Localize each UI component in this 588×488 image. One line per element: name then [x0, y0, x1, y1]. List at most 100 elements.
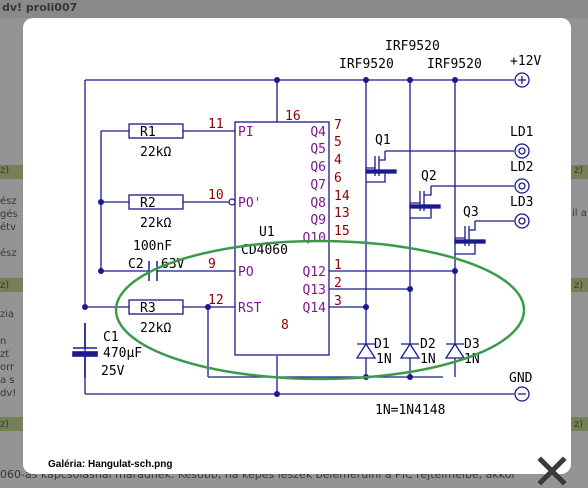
d3-name: D3 [464, 337, 480, 352]
caption-filename: Hangulat-sch.png [88, 459, 173, 470]
background-snippet: étv [0, 222, 16, 233]
r1-name: R1 [140, 125, 156, 140]
chip-pin-number: 7 [334, 118, 342, 133]
r3-name: R3 [140, 301, 156, 316]
c2-name: C2 [128, 257, 144, 272]
chip-pin-name: Q13 [303, 283, 326, 298]
r2-name: R2 [140, 196, 156, 211]
chip-pin-name: Q8 [310, 196, 326, 211]
background-snippet: gés [0, 209, 18, 220]
d1-part: 1N [376, 352, 392, 367]
chip-pin-name: Q9 [310, 213, 326, 228]
chip-name: U1 [259, 225, 275, 240]
lightbox-modal: IRF9520 IRF9520 IRF9520 +12V LD1 LD2 LD3… [23, 18, 571, 486]
background-snippet: zt [0, 349, 10, 360]
background-snippet: orr [0, 362, 15, 373]
r3-value: 22kΩ [140, 321, 171, 336]
capacitor-c1 [72, 323, 98, 378]
r2-value: 22kΩ [140, 216, 171, 231]
q3-name: Q3 [463, 205, 479, 220]
junction-dots [82, 77, 458, 397]
chip-pin-number: 3 [334, 294, 342, 309]
chip-pin-name: Q14 [303, 301, 327, 316]
chip-pin-number: 1 [334, 258, 342, 273]
background-snippet: z) [0, 165, 10, 176]
chip-body [234, 121, 330, 356]
chip-part: CD4060 [241, 243, 288, 258]
diodes [355, 336, 466, 364]
q3-part-label: IRF9520 [427, 57, 482, 72]
chip-pin-number: 11 [208, 117, 224, 132]
pin-top: 16 [285, 109, 301, 124]
background-snippet: a s [0, 375, 15, 386]
d2-part: 1N [420, 352, 436, 367]
schematic-labels: IRF9520 IRF9520 IRF9520 +12V LD1 LD2 LD3… [101, 39, 541, 418]
background-snippet: z) [574, 280, 584, 291]
schematic-image: IRF9520 IRF9520 IRF9520 +12V LD1 LD2 LD3… [72, 39, 541, 418]
supply-label: +12V [510, 54, 541, 69]
pin-bottom: 8 [281, 318, 289, 333]
ld3-label: LD3 [510, 195, 533, 210]
terminals [514, 72, 530, 402]
background-snippet: zia [0, 309, 15, 320]
chip-pin-number: 15 [334, 224, 350, 239]
q1-part-label: IRF9520 [385, 39, 440, 54]
chip-pin-name: Q7 [310, 178, 326, 193]
background-snippet: z) [574, 165, 584, 176]
chip-pin-name: PO' [238, 196, 261, 211]
resistor-r3 [128, 299, 184, 315]
background-snippet: z) [0, 280, 10, 291]
background-snippet: dv! [0, 388, 17, 399]
chip-pin-number: 13 [334, 206, 350, 221]
resistor-r1 [128, 123, 184, 139]
background-snippet: n [0, 336, 7, 347]
schematic-wires [84, 79, 514, 395]
diode-note: 1N=1N4148 [375, 403, 445, 418]
q1-name: Q1 [375, 133, 391, 148]
q2-part-label: IRF9520 [339, 57, 394, 72]
background-header-text: dv! proli007 [2, 1, 78, 14]
highlight-ellipse [114, 239, 526, 381]
gallery-caption: Galéria: Hangulat-sch.png [48, 459, 172, 470]
chip-pin-number: 2 [334, 276, 342, 291]
background-snippet: ész [0, 248, 17, 259]
chip-pin-name: Q10 [303, 231, 326, 246]
close-icon[interactable] [537, 456, 567, 486]
chip-pin-name: RST [238, 301, 262, 316]
c1-name: C1 [103, 330, 119, 345]
r1-value: 22kΩ [140, 145, 171, 160]
chip-pin-number: 4 [334, 153, 342, 168]
chip-pin-number: 6 [334, 171, 342, 186]
background-snippet: z) [574, 419, 584, 430]
mosfets [365, 151, 486, 255]
inverter-bubble [228, 198, 236, 206]
resistor-r2 [128, 194, 184, 210]
chip-pin-name: PI [238, 125, 254, 140]
chip-pin-number: 5 [334, 135, 342, 150]
background-header: dv! proli007 [0, 0, 588, 18]
gnd-label: GND [509, 371, 533, 386]
chip-pin-name: Q5 [310, 142, 326, 157]
q2-name: Q2 [421, 169, 437, 184]
close-button[interactable] [537, 456, 567, 486]
d2-name: D2 [420, 337, 436, 352]
chip-pin-number: 12 [208, 293, 224, 308]
background-snippet: ész [0, 196, 17, 207]
d1-name: D1 [374, 337, 390, 352]
chip-pin-number: 14 [334, 189, 350, 204]
c1-value: 470μF [103, 346, 142, 361]
background-snippet: z) [0, 419, 10, 430]
chip-pin-name: PO [238, 265, 254, 280]
chip-pin-name: Q12 [303, 265, 326, 280]
background-snippet: il a [572, 208, 587, 219]
chip-pin-name: Q4 [310, 125, 326, 140]
c2-value: 100nF [133, 239, 172, 254]
caption-label: Galéria: [48, 459, 86, 470]
chip-pin-number: 9 [208, 257, 216, 272]
chip-pin-name: Q6 [310, 160, 326, 175]
ld1-label: LD1 [510, 125, 533, 140]
chip-pin-number: 10 [208, 188, 224, 203]
c1-voltage: 25V [101, 364, 125, 379]
